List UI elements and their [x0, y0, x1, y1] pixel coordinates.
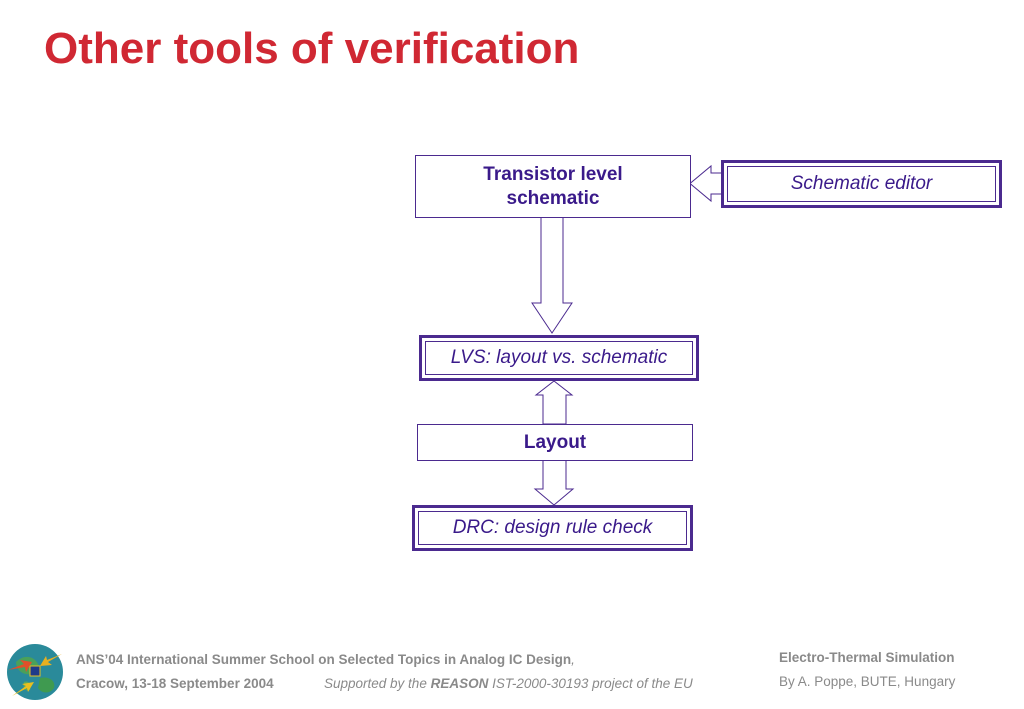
- arrow-layout-to-lvs: [534, 380, 574, 425]
- box-layout-label: Layout: [523, 431, 587, 453]
- box-lvs-label: LVS: layout vs. schematic: [450, 347, 668, 368]
- box-drc-label: DRC: design rule check: [452, 517, 653, 538]
- footer-support: Supported by the REASON IST-2000-30193 p…: [324, 676, 693, 691]
- footer-support-reason: REASON: [430, 676, 489, 691]
- arrow-schematic-to-lvs: [531, 216, 573, 334]
- footer-school-comma: ,: [571, 652, 575, 667]
- box-schematic-editor: Schematic editor: [721, 160, 1002, 208]
- box-drc: DRC: design rule check: [412, 505, 693, 551]
- footer-school-name: ANS’04 International Summer School on Se…: [76, 652, 572, 667]
- footer-school-line: ANS’04 International Summer School on Se…: [76, 652, 575, 667]
- arrow-layout-to-drc: [533, 459, 575, 506]
- footer-support-suffix: IST-2000-30193 project of the EU: [488, 676, 693, 691]
- box-transistor-schematic: Transistor level schematic: [415, 155, 691, 218]
- slide-title: Other tools of verification: [44, 24, 580, 73]
- globe-logo-icon: [7, 644, 63, 700]
- box-schematic-line1: Transistor level: [483, 163, 623, 185]
- arrow-editor-to-schematic: [689, 164, 725, 203]
- box-editor-label: Schematic editor: [790, 173, 933, 194]
- footer-support-prefix: Supported by the: [324, 676, 431, 691]
- box-schematic-line2: schematic: [506, 187, 600, 209]
- footer-place-date: Cracow, 13-18 September 2004: [76, 676, 274, 691]
- footer-author: By A. Poppe, BUTE, Hungary: [779, 674, 956, 689]
- box-layout: Layout: [417, 424, 693, 461]
- box-lvs: LVS: layout vs. schematic: [419, 335, 699, 381]
- footer-topic: Electro-Thermal Simulation: [779, 650, 955, 665]
